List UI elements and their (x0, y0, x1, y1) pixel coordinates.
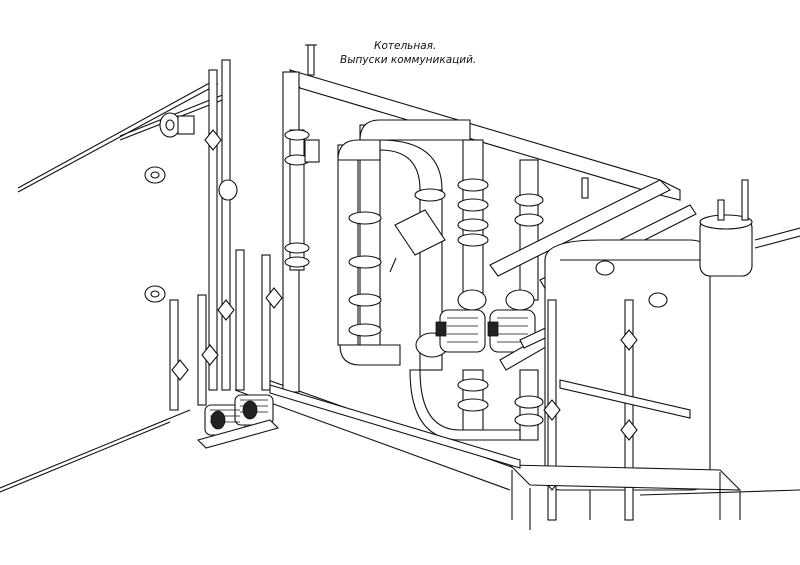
right-risers (543, 177, 668, 521)
center-pumps (435, 289, 536, 353)
left-risers (169, 59, 271, 411)
support-stand (508, 464, 800, 530)
main-vertical-pipes (337, 119, 471, 366)
drawing-subtitle: Выпуски коммуникаций. (340, 54, 477, 66)
left-valves (144, 112, 283, 381)
drawing-title: Котельная. (374, 40, 437, 52)
inlet-pipe-diagonal (17, 79, 231, 193)
lower-return-pipes (269, 369, 691, 469)
right-flanged-pipes (457, 139, 544, 441)
center-left-column (284, 129, 320, 271)
left-pumps (196, 394, 280, 449)
expansion-tank (699, 179, 800, 277)
